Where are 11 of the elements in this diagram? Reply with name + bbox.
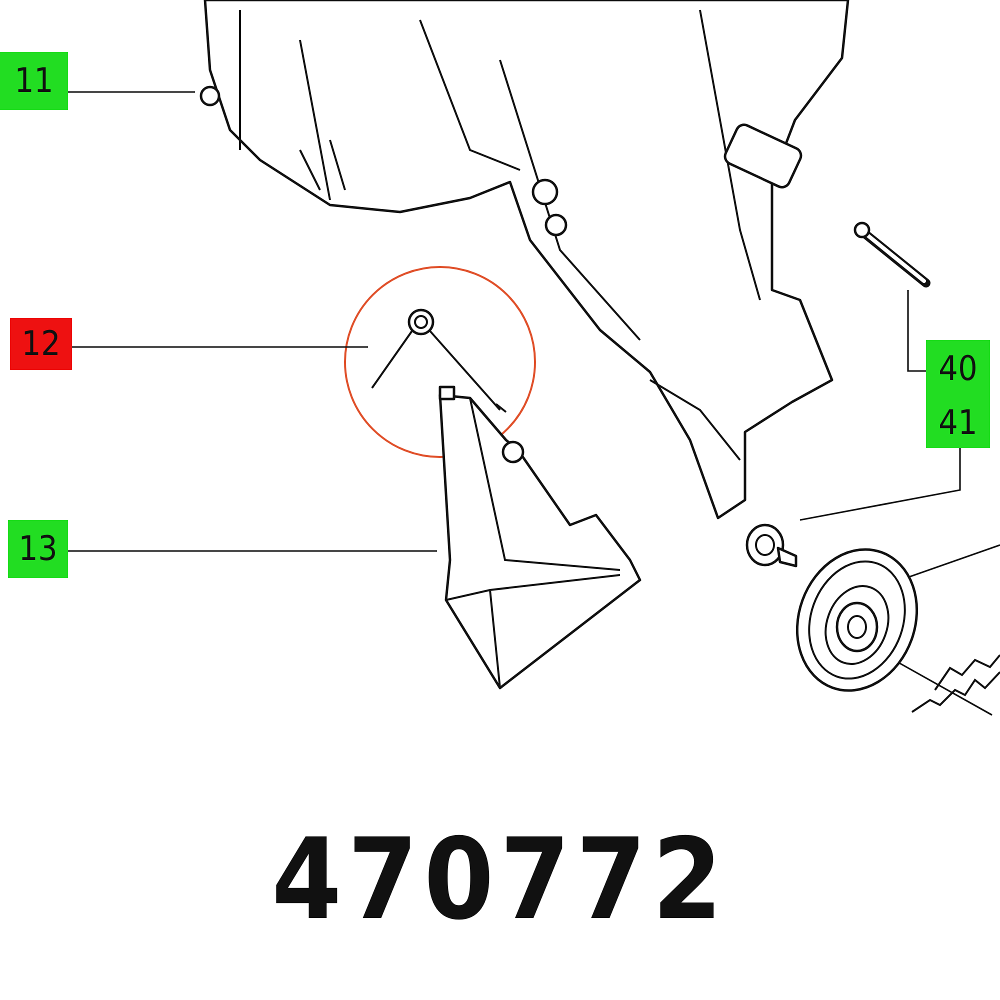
callout-number: 13 — [8, 520, 68, 578]
leader-line — [800, 448, 961, 521]
part-number: 470772 — [272, 815, 728, 945]
leader-line — [72, 346, 368, 348]
leader-line — [68, 91, 195, 93]
leader-line — [907, 290, 926, 372]
leader-line — [68, 550, 437, 552]
callout-number: 11 — [0, 52, 68, 110]
highlighted-callout-number: 12 — [10, 318, 72, 370]
callout-number: 41 — [926, 398, 990, 448]
callout-number: 40 — [926, 340, 990, 398]
